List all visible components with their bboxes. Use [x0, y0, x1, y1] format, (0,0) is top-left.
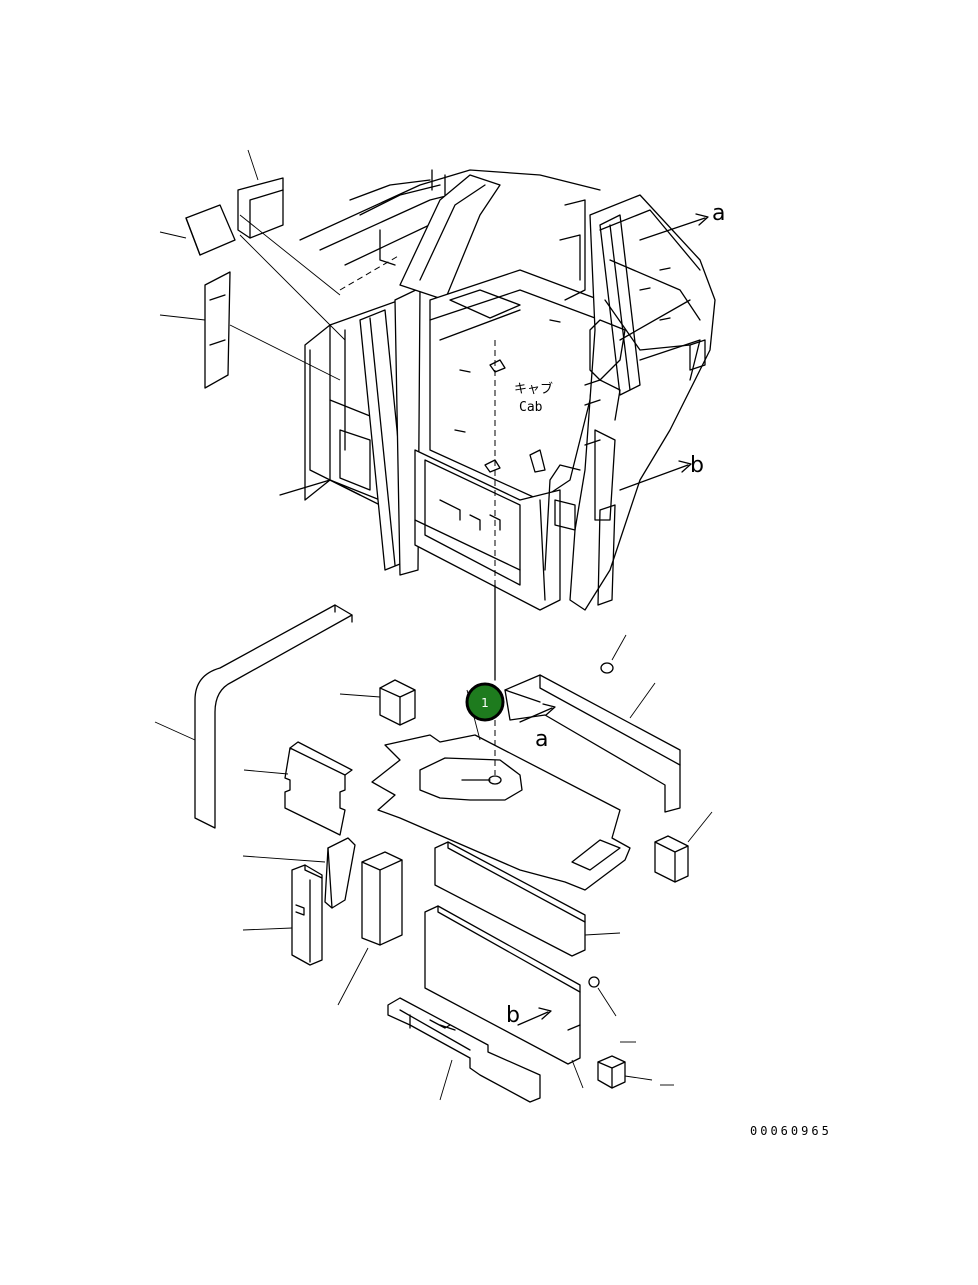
drawing-number: 00060965	[750, 1124, 832, 1138]
cab-label-japanese: キャブ	[514, 381, 553, 397]
reference-label-a-top: a	[712, 201, 725, 226]
reference-label-a-bottom: a	[535, 727, 548, 752]
reference-label-b-top: b	[690, 453, 704, 478]
floor-parts	[154, 604, 713, 1103]
cab-assembly	[159, 149, 716, 681]
callout-1-circle[interactable]	[465, 682, 505, 722]
callout-1[interactable]: 1	[465, 682, 505, 722]
reference-label-b-bottom: b	[506, 1003, 520, 1028]
cab-label-english: Cab	[519, 400, 543, 415]
callout-1-number[interactable]: 1	[481, 696, 489, 710]
